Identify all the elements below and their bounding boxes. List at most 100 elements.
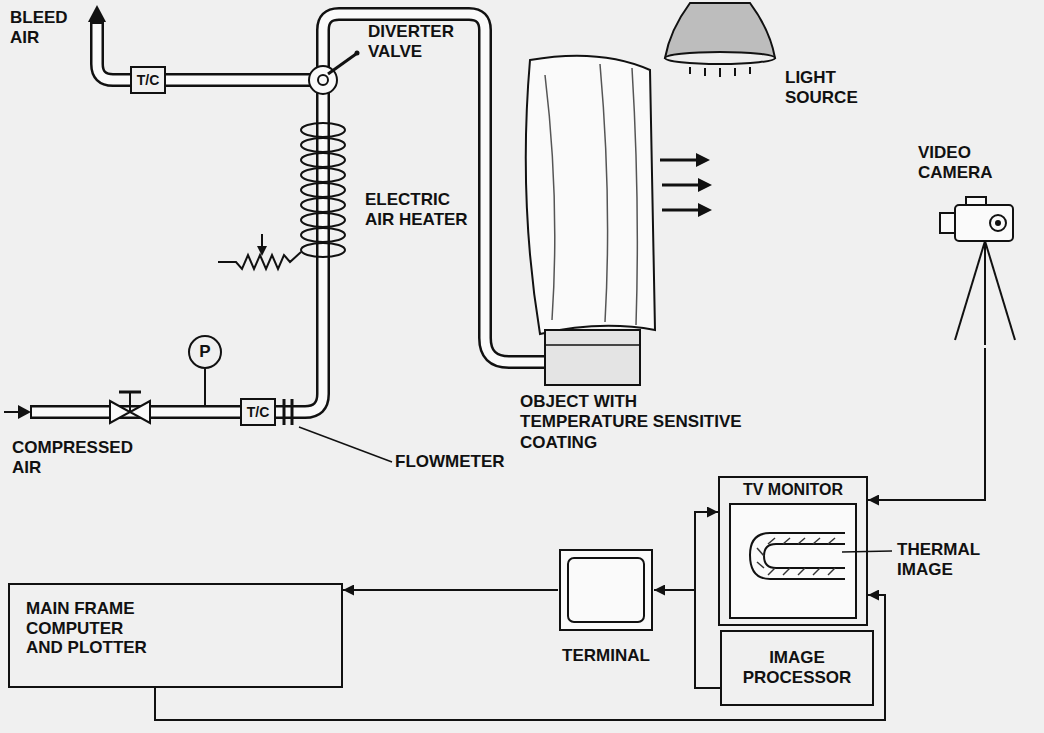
camera-icon	[985, 241, 1015, 340]
pipe-wall	[30, 14, 546, 412]
light-source-lamp	[665, 3, 775, 77]
heater-coil	[301, 228, 345, 242]
light-source-lamp	[749, 67, 751, 74]
test-object	[600, 64, 608, 322]
camera-icon	[995, 220, 1001, 226]
flow-arrow	[18, 405, 31, 419]
emission-arrow	[698, 178, 712, 192]
pipe-wall	[30, 93, 323, 412]
monitor-screen	[798, 568, 805, 575]
emission-arrow	[660, 153, 712, 217]
test-object	[526, 56, 655, 385]
pressure-gauge: P	[188, 335, 222, 369]
flowmeter-symbol	[291, 399, 294, 425]
signal-connector	[654, 590, 720, 688]
camera-icon	[940, 197, 1015, 345]
heater-label: ELECTRIC AIR HEATER	[365, 190, 475, 231]
flowmeter-symbol	[283, 399, 286, 425]
image-label: THERMAL IMAGE	[897, 540, 997, 581]
heater-coil	[301, 153, 345, 167]
monitor-screen	[813, 538, 820, 544]
light-source-lamp	[704, 68, 706, 76]
pipe-label: BLEED AIR	[10, 8, 82, 49]
flow-arrow	[4, 5, 106, 419]
monitor-screen	[750, 533, 845, 579]
terminal-screen	[560, 550, 652, 630]
terminal-screen	[560, 550, 652, 630]
camera-icon	[940, 213, 955, 233]
node-text: P	[199, 342, 210, 362]
heater-coil	[301, 243, 345, 257]
camera-icon	[984, 241, 986, 345]
monitor-screen	[730, 504, 856, 618]
valve-symbol	[119, 391, 141, 394]
lamp-label: LIGHT SOURCE	[785, 68, 875, 109]
valve-symbol	[129, 392, 131, 412]
pipe-label: COMPRESSED AIR	[12, 438, 140, 479]
monitor-screen	[813, 568, 820, 575]
flow-arrow	[4, 411, 20, 413]
resistor-symbol	[218, 234, 301, 269]
test-object	[632, 68, 637, 325]
monitor-screen	[783, 568, 790, 575]
flow-arrow	[88, 5, 106, 22]
test-object	[545, 75, 555, 320]
diverter-valve	[309, 51, 360, 95]
monitor-screen	[828, 538, 835, 544]
heater-coil	[301, 168, 345, 182]
pipe-bore	[32, 93, 323, 412]
tv-monitor: TV MONITOR	[718, 476, 868, 626]
heater-coil	[301, 213, 345, 227]
diverter-valve	[328, 54, 356, 74]
camera-icon	[966, 197, 986, 205]
node-text: TERMINAL	[562, 646, 650, 666]
pipe-bore	[32, 14, 544, 412]
image-processor-box: IMAGE PROCESSOR	[720, 630, 874, 706]
signal-connector	[695, 512, 720, 688]
valve-label: DIVERTER VALVE	[368, 22, 468, 63]
monitor-screen	[764, 544, 845, 568]
emission-arrow	[660, 159, 698, 162]
gauge-stem	[204, 369, 206, 405]
diverter-valve	[318, 75, 328, 85]
node-text: TV MONITOR	[743, 481, 843, 499]
monitor-screen	[798, 538, 805, 544]
monitor-screen	[768, 568, 775, 575]
gauge-stem	[205, 369, 206, 405]
test-object	[526, 56, 655, 334]
object-label: OBJECT WITH TEMPERATURE SENSITIVE COATIN…	[520, 392, 750, 453]
emission-arrow	[698, 203, 712, 217]
video-camera: VIDEO CAMERA	[918, 143, 1040, 348]
valve-symbol	[130, 401, 150, 423]
signal-connector	[868, 348, 985, 500]
test-object	[545, 344, 640, 346]
monitor-screen	[768, 538, 775, 544]
heater-coil	[301, 123, 345, 137]
monitor-screen	[828, 568, 835, 575]
resistor-symbol	[261, 234, 263, 248]
flowmeter-label: FLOWMETER	[395, 452, 520, 472]
node-text: T/C	[247, 404, 270, 420]
valve-symbol	[110, 401, 130, 423]
signal-connector	[343, 589, 558, 591]
resistor-symbol	[218, 252, 301, 269]
light-source-lamp	[734, 68, 736, 76]
emission-arrow	[696, 153, 710, 167]
pipe-bore	[323, 14, 544, 362]
resistor-symbol	[257, 246, 267, 256]
light-source-lamp	[665, 52, 775, 64]
computer-box: MAIN FRAME COMPUTER AND PLOTTER	[8, 583, 343, 688]
emission-arrow	[662, 209, 700, 212]
valve-symbol	[110, 392, 150, 423]
diverter-valve	[355, 51, 360, 56]
node-text: IMAGE PROCESSOR	[722, 648, 872, 687]
heater-coil	[301, 198, 345, 212]
light-source-lamp	[689, 67, 691, 74]
monitor-screen	[757, 562, 764, 568]
node-text: MAIN FRAME COMPUTER AND PLOTTER	[26, 599, 156, 658]
camera-icon	[955, 241, 985, 340]
terminal: TERMINAL	[558, 548, 654, 666]
camera-icon	[990, 215, 1006, 231]
